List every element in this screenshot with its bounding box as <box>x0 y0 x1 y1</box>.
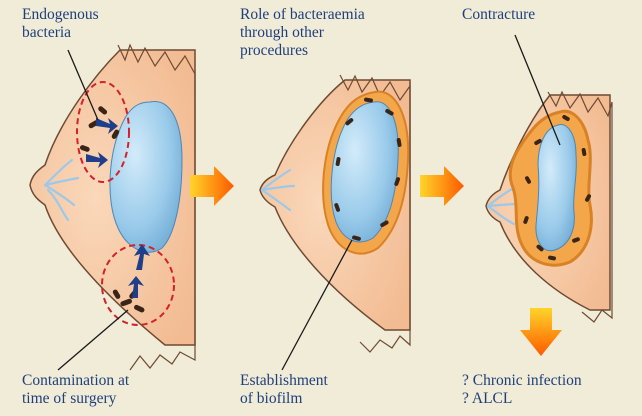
leader-line-biofilm <box>281 239 353 371</box>
leader-line-contamination <box>57 309 129 371</box>
orange-gradient-down-arrow-icon <box>520 308 562 356</box>
bacteria-icon <box>523 115 591 261</box>
leader-line-contracture <box>514 34 561 146</box>
label-contamination: Contamination at time of surgery <box>22 372 130 407</box>
chest-wall-2 <box>339 74 411 353</box>
bacteria-icon <box>334 97 402 241</box>
panel-2-breast <box>259 74 411 371</box>
label-outcome: ? Chronic infection ? ALCL <box>462 372 582 407</box>
label-contracture: Contracture <box>462 6 536 23</box>
label-biofilm: Establishment of biofilm <box>240 372 328 407</box>
implant-3 <box>535 124 577 252</box>
orange-gradient-arrow-icon <box>190 166 234 206</box>
chest-wall-3 <box>547 90 613 323</box>
milk-duct-icon <box>260 168 296 212</box>
label-role-of-bacteraemia: Role of bacteraemia through other proced… <box>240 6 365 59</box>
chest-wall-1 <box>117 43 196 371</box>
label-endogenous-bacteria: Endogenous bacteria <box>22 6 99 41</box>
leader-line-endogenous <box>67 49 99 121</box>
blue-arrow-icon <box>86 118 150 298</box>
bacteria-icon <box>79 106 145 313</box>
panel-3-breast <box>485 34 613 323</box>
dashed-circle-contamination <box>101 244 175 326</box>
orange-gradient-arrow-icon <box>420 166 464 206</box>
panel-1-breast <box>29 43 196 371</box>
milk-duct-icon <box>43 158 80 222</box>
dashed-circle-endogenous <box>76 81 130 183</box>
